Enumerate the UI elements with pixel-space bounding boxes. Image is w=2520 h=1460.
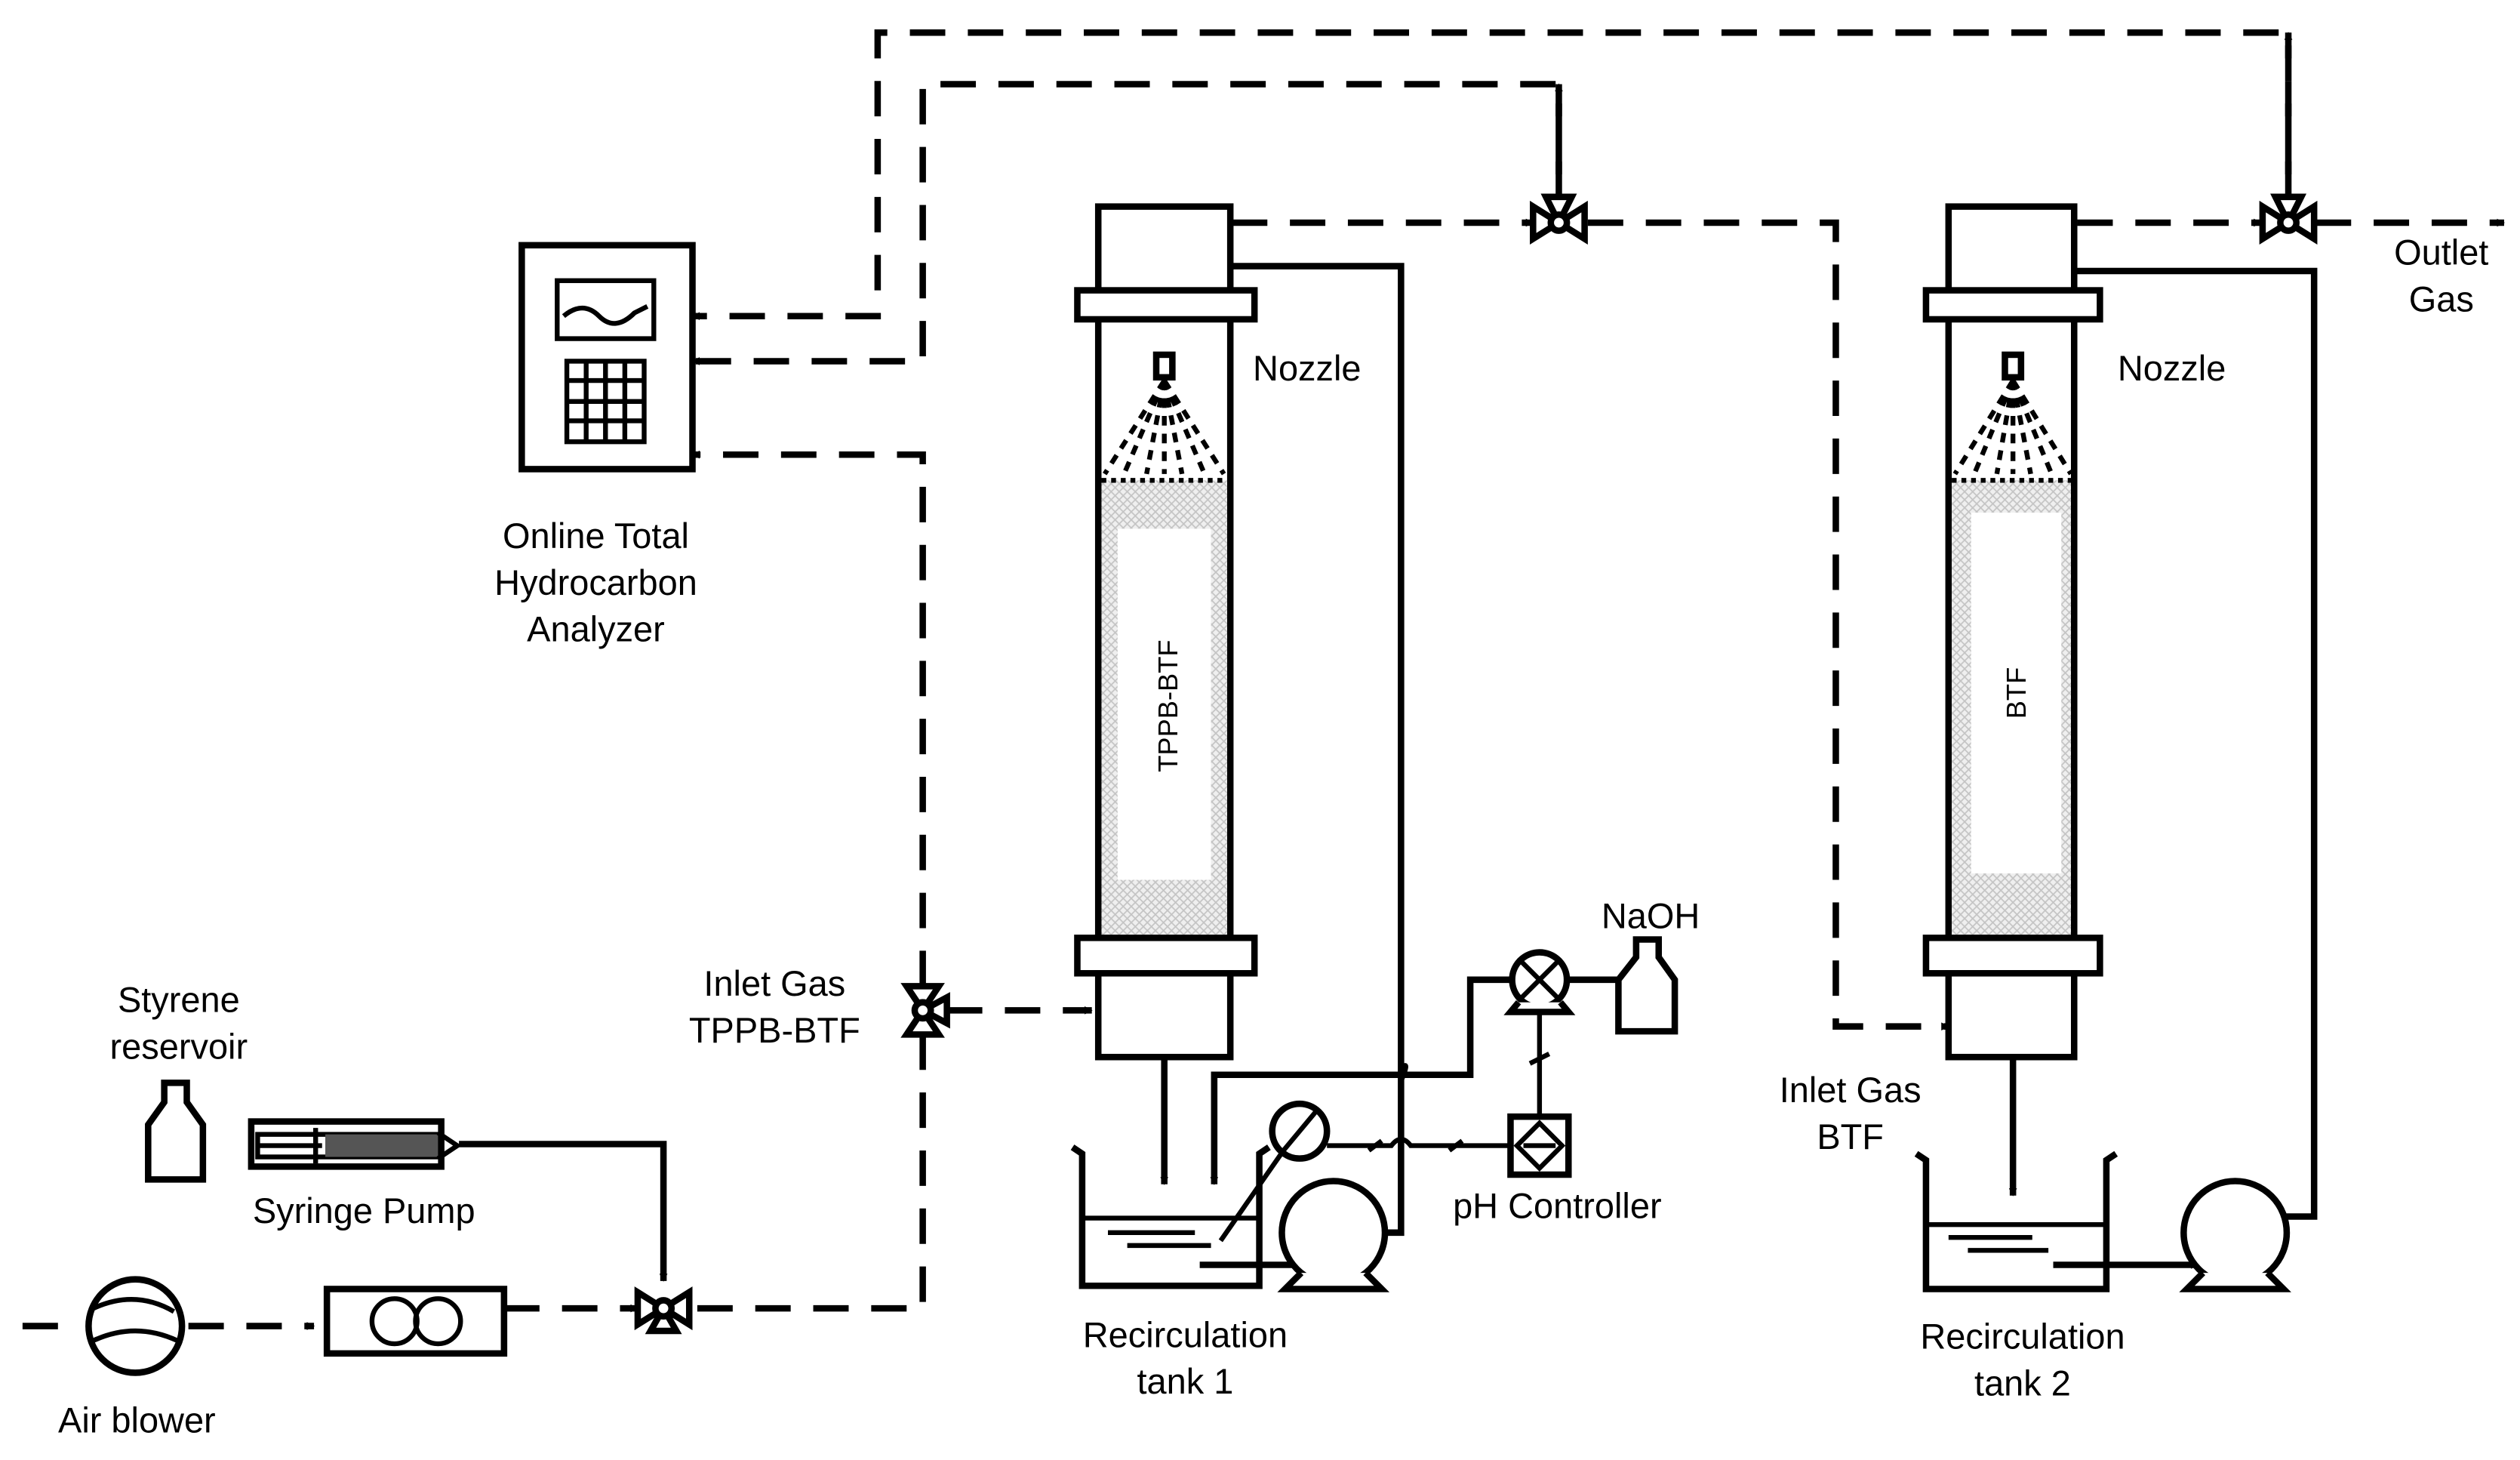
analyzer-label-line1: Online Total: [503, 516, 689, 556]
ph-signal-line: [1327, 1136, 1511, 1148]
signal-lines: [1327, 1009, 1551, 1153]
inlet2-label-line2: BTF: [1817, 1117, 1884, 1157]
inlet-gas-1-label: Inlet Gas TPPB-BTF: [689, 964, 860, 1050]
naoh-bottle: [1615, 936, 1678, 1035]
valve1-to-analyzer-line: [691, 81, 1562, 365]
inlet1-label-line2: TPPB-BTF: [689, 1011, 860, 1050]
column1-label-panel: [1117, 528, 1211, 880]
analyzer-keypad: [564, 359, 647, 445]
outlet-label-line1: Outlet: [2394, 233, 2488, 272]
nozzle-spray-icon: [1952, 351, 2073, 476]
mix-to-inlet-line: [697, 1034, 926, 1312]
ph-controller-icon: [1507, 1113, 1572, 1178]
analyzer-label-line2: Hydrocarbon: [494, 563, 697, 602]
nozzle-label-2: Nozzle: [2118, 349, 2226, 388]
column1-top-flange: [1074, 287, 1258, 323]
total-hydrocarbon-analyzer: [518, 242, 696, 473]
valve-icon: [900, 983, 950, 1038]
outlet-gas-label: Outlet Gas: [2394, 233, 2488, 319]
outlet-label-line2: Gas: [2409, 279, 2474, 319]
styrene-label: Styrene reservoir: [110, 980, 248, 1066]
column-btf: [1922, 203, 2103, 1061]
recirculation-tank-2: [1914, 1150, 2118, 1292]
tank-2-label: Recirculation tank 2: [1920, 1317, 2125, 1403]
column1-base: [1094, 970, 1234, 1061]
signal-tick-3: [1448, 1138, 1464, 1153]
flowmeter-icon: [323, 1286, 508, 1357]
tank2-label-line2: tank 2: [1974, 1363, 2071, 1403]
analyzer-label-line3: Analyzer: [527, 610, 665, 649]
valve-icon: [2259, 193, 2318, 245]
nozzle-spray-icon: [1103, 351, 1226, 476]
line-crossover: [1398, 1063, 1408, 1083]
styrene-label-line2: reservoir: [110, 1027, 248, 1066]
fan-icon: [85, 1276, 186, 1376]
analyzer-signal-trace: [562, 304, 649, 326]
styrene-label-line1: Styrene: [118, 980, 240, 1019]
air-blower: [85, 1276, 186, 1376]
valve2-to-analyzer-line: [691, 29, 2292, 321]
air-blower-label: Air blower: [58, 1400, 216, 1440]
column2-top-flange: [1922, 287, 2103, 323]
inlet-gas-2-label: Inlet Gas BTF: [1780, 1070, 1922, 1157]
column1-to-column2-line: [1587, 219, 1949, 1031]
bottle-icon: [1615, 936, 1678, 1035]
recirculation-tank-1: [1070, 1144, 1271, 1289]
analyzer-label: Online Total Hydrocarbon Analyzer: [494, 516, 697, 649]
column1-bottom-flange: [1074, 935, 1258, 977]
inlet-to-analyzer-line: [691, 450, 926, 987]
tank1-label-line2: tank 1: [1137, 1362, 1233, 1401]
column2-label: BTF: [2001, 667, 2032, 719]
analyzer-screen: [555, 278, 657, 341]
tank-1-label: Recirculation tank 1: [1083, 1315, 1288, 1401]
gas-lines: [22, 29, 2506, 1330]
pump-icon: [2179, 1178, 2291, 1292]
ph-probe-icon: [1218, 1100, 1331, 1243]
column2-label-panel: [1971, 513, 2062, 873]
nozzle-label-1: Nozzle: [1253, 349, 1361, 388]
pump-icon: [1277, 1178, 1390, 1292]
tank2-label-line1: Recirculation: [1920, 1317, 2125, 1356]
inlet1-label-line1: Inlet Gas: [703, 964, 845, 1003]
naoh-label: NaOH: [1602, 897, 1700, 936]
valve-icon: [634, 1286, 693, 1335]
column1-label: TPPB-BTF: [1152, 639, 1183, 772]
syringe-pump-label: Syringe Pump: [253, 1191, 475, 1231]
inlet2-label-line1: Inlet Gas: [1780, 1070, 1922, 1110]
ph-controller-label: pH Controller: [1453, 1187, 1662, 1226]
column2-base: [1945, 970, 2078, 1061]
column2-bottom-flange: [1922, 935, 2103, 977]
naoh-feed-line: [1210, 976, 1514, 1185]
bottle-icon: [145, 1080, 207, 1183]
styrene-reservoir: [145, 1080, 207, 1183]
signal-tick-1: [1528, 1052, 1551, 1066]
dosing-pump: [1503, 949, 1576, 1015]
styrene-feed-line: [459, 1141, 668, 1282]
valve-icon: [1530, 193, 1588, 245]
syringe-pump: [248, 1118, 462, 1170]
signal-tick-2: [1367, 1138, 1383, 1153]
column-tppb-btf: [1074, 203, 1258, 1061]
tank1-label-line1: Recirculation: [1083, 1315, 1288, 1354]
